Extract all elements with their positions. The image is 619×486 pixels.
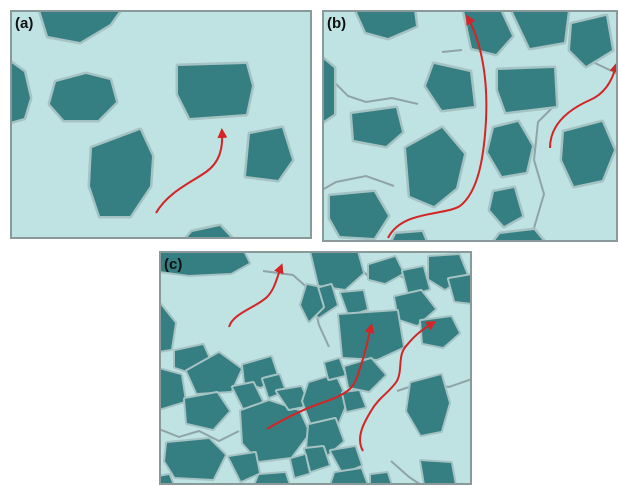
grain [327,189,391,241]
panel-a: (a) [10,10,312,239]
grain [495,65,559,115]
grain [175,61,255,121]
grain [349,105,405,149]
grain [323,357,347,381]
panel-c-drawing [159,251,472,485]
grain [163,437,227,481]
panel-b-grains [322,10,617,242]
grain [322,55,337,125]
panel-b: (b) [322,10,618,242]
grain [301,373,349,427]
grain [339,289,369,317]
panel-b-border [322,10,618,242]
panel-c: (c) [159,251,472,485]
grain [183,223,235,239]
grain [299,283,325,323]
grain [367,255,405,285]
grain [487,185,525,229]
grain [243,125,295,183]
grain [329,445,363,475]
grain [423,61,477,113]
grain [389,229,429,242]
flow-arrow [266,323,375,430]
panel-b-label: (b) [327,15,347,32]
flow-arrow [228,263,284,328]
grain [159,301,177,353]
grain-boundary [322,174,395,191]
grain [329,467,369,485]
grain-boundary [390,460,422,485]
grain [405,373,451,437]
grain [337,309,405,361]
grain [461,10,515,57]
grain [185,351,243,395]
grain [353,10,419,41]
grain-boundary [322,69,419,105]
grain [567,13,615,69]
grain [403,125,467,209]
grain [401,265,431,297]
panel-a-border [10,10,312,239]
grain [419,459,457,485]
flow-arrow [359,320,437,452]
grain [253,471,291,485]
panel-a-label: (a) [15,15,34,32]
grain [485,119,535,179]
panel-a-grains [10,10,295,239]
grain [309,251,365,291]
grain [559,119,617,189]
grain [341,389,367,413]
grain [87,127,155,219]
grain-boundary [159,428,240,443]
grain [303,445,331,473]
grain [447,273,472,305]
panel-c-border [159,251,472,485]
grain [289,453,311,479]
panel-c-grains [159,251,472,485]
grain [10,59,33,125]
flow-arrow [387,14,488,239]
panel-a-drawing [10,10,312,239]
grain [47,71,119,123]
grain [159,251,251,277]
panel-a-background [10,10,312,239]
grain [491,227,547,242]
grain [369,471,393,485]
panel-b-drawing [322,10,618,242]
grain-boundary [441,49,463,53]
grain [159,473,175,485]
grain [159,367,187,411]
flow-arrow [155,128,228,214]
flow-arrow [549,62,618,149]
panel-c-label: (c) [164,256,183,273]
grain [37,10,123,45]
grain [509,10,571,51]
grain [183,391,231,431]
